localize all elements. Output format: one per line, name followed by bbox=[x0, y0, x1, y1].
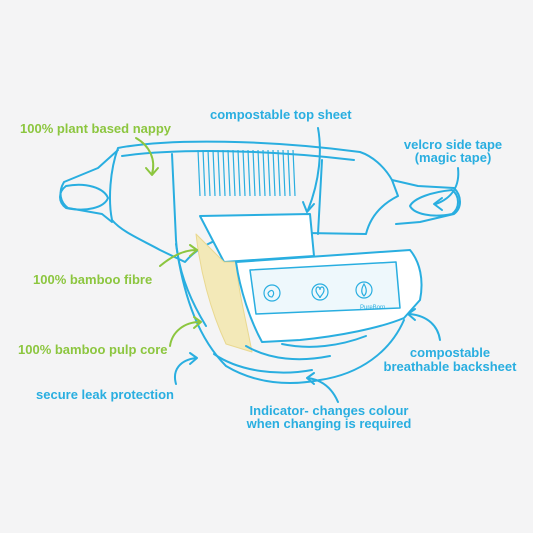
front-waist-panel bbox=[249, 261, 401, 315]
label-side-tape-2: (magic tape) bbox=[414, 150, 492, 165]
arrowhead-plant-based bbox=[145, 167, 159, 176]
leg-cuff-1 bbox=[213, 353, 313, 374]
arrow-backsheet bbox=[409, 313, 441, 341]
right-wing bbox=[391, 179, 461, 225]
inner-left-panel bbox=[171, 153, 207, 327]
left-tape-icon bbox=[59, 183, 109, 211]
arrowhead-top-sheet bbox=[302, 201, 315, 213]
arrowhead-pulp-core bbox=[193, 316, 202, 329]
leg-cuff-2 bbox=[245, 345, 331, 361]
label-indicator-2: when changing is required bbox=[246, 416, 412, 431]
arrow-side-tape bbox=[435, 167, 460, 205]
inner-right-panel bbox=[317, 159, 323, 235]
label-backsheet-2: breathable backsheet bbox=[383, 359, 517, 374]
label-backsheet-1: compostable bbox=[409, 345, 491, 360]
label-pulp-core: 100% bamboo pulp core bbox=[18, 342, 168, 357]
indicator-drop-icon bbox=[355, 281, 373, 299]
arrowhead-leak-protection bbox=[189, 352, 198, 365]
label-plant-based: 100% plant based nappy bbox=[20, 121, 171, 136]
bottom-outline bbox=[175, 243, 405, 385]
arrow-bamboo-fibre bbox=[159, 249, 197, 267]
waist-elastic-stripes bbox=[197, 149, 296, 197]
arrowhead-indicator bbox=[306, 372, 315, 385]
brand-mark: PureBorn bbox=[360, 305, 385, 311]
leg-cuff-3 bbox=[281, 335, 367, 348]
label-indicator-1: Indicator- changes colour bbox=[249, 403, 409, 418]
nappy-back-outline bbox=[109, 140, 399, 263]
arrow-plant-based bbox=[135, 137, 155, 175]
arrowhead-bamboo-fibre bbox=[189, 244, 198, 257]
arrowhead-side-tape bbox=[433, 197, 443, 211]
indicator-leaf-icon bbox=[263, 284, 281, 302]
arrowhead-backsheet bbox=[407, 308, 416, 321]
right-tape-icon bbox=[409, 189, 459, 217]
label-leak-protection: secure leak protection bbox=[36, 387, 174, 402]
label-bamboo-fibre: 100% bamboo fibre bbox=[33, 272, 153, 287]
label-top-sheet: compostable top sheet bbox=[210, 107, 352, 122]
arrow-pulp-core bbox=[169, 321, 201, 347]
arrow-leak-protection bbox=[174, 357, 197, 385]
indicator-heart-icon bbox=[311, 283, 329, 301]
label-side-tape-1: velcro side tape bbox=[403, 137, 503, 152]
arrow-indicator bbox=[307, 377, 339, 403]
arrow-top-sheet bbox=[307, 127, 321, 211]
